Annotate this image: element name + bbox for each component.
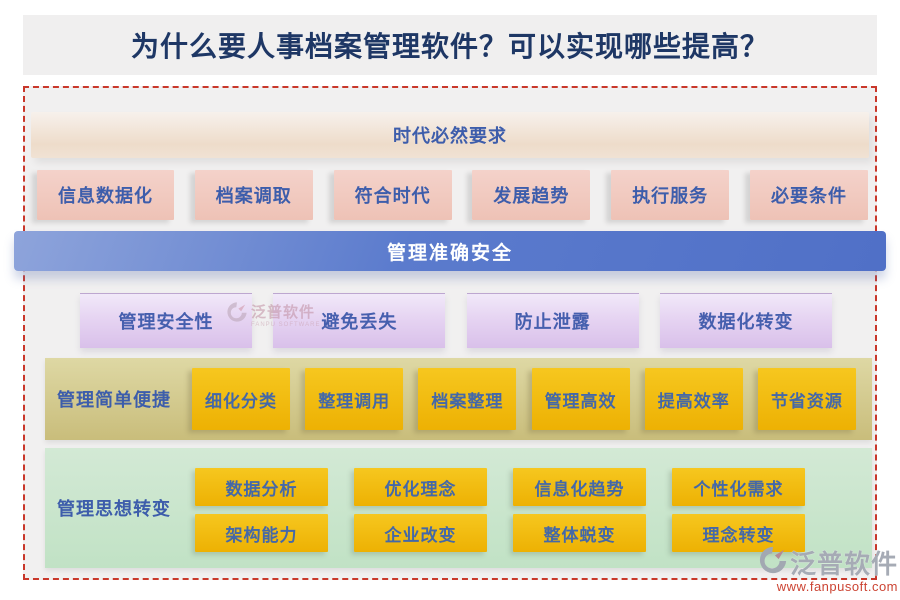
mindset-item-box: 数据分析 <box>195 468 328 506</box>
mindset-section: 管理思想转变 数据分析 优化理念 信息化趋势 个性化需求 架构能力 企业改变 整… <box>45 448 872 568</box>
mindset-item-box: 理念转变 <box>672 514 805 552</box>
era-item-box: 发展趋势 <box>472 170 591 220</box>
watermark-bottom: 泛普软件 www.fanpusoft.com <box>748 544 898 594</box>
era-requirement-banner: 时代必然要求 <box>31 112 869 158</box>
management-safety-banner: 管理准确安全 <box>14 231 886 271</box>
simple-item-box: 管理高效 <box>531 368 630 430</box>
mindset-item-box: 个性化需求 <box>672 468 805 506</box>
management-items-row: 管理安全性 避免丢失 防止泄露 数据化转变 <box>80 293 832 348</box>
era-item-box: 执行服务 <box>611 170 730 220</box>
management-item-box: 防止泄露 <box>466 293 639 348</box>
page-title: 为什么要人事档案管理软件？可以实现哪些提高？ <box>130 31 769 62</box>
mindset-row-label: 管理思想转变 <box>57 499 171 519</box>
simple-item-box: 档案整理 <box>418 368 517 430</box>
simple-item-box: 整理调用 <box>305 368 404 430</box>
era-items-row: 信息数据化 档案调取 符合时代 发展趋势 执行服务 必要条件 <box>37 170 868 220</box>
management-item-box: 数据化转变 <box>659 293 832 348</box>
era-item-box: 档案调取 <box>194 170 313 220</box>
simple-row-label: 管理简单便捷 <box>57 390 171 410</box>
simple-item-box: 节省资源 <box>757 368 856 430</box>
simple-management-row: 管理简单便捷 细化分类 整理调用 档案整理 管理高效 提高效率 节省资源 <box>45 358 872 440</box>
management-item-box: 管理安全性 <box>80 293 252 348</box>
mindset-item-box: 整体蜕变 <box>513 514 646 552</box>
title-band: 为什么要人事档案管理软件？可以实现哪些提高？ <box>23 15 877 75</box>
watermark-brand: 泛普软件 <box>789 549 898 579</box>
mindset-items-row-1: 数据分析 优化理念 信息化趋势 个性化需求 <box>195 468 805 506</box>
fanpu-logo-icon <box>758 545 788 580</box>
era-item-box: 信息数据化 <box>37 170 174 220</box>
mindset-items-row-2: 架构能力 企业改变 整体蜕变 理念转变 <box>195 514 805 552</box>
simple-items-row: 细化分类 整理调用 档案整理 管理高效 提高效率 节省资源 <box>192 368 856 430</box>
mindset-item-box: 架构能力 <box>195 514 328 552</box>
era-item-box: 必要条件 <box>749 170 868 220</box>
management-item-box: 避免丢失 <box>273 293 446 348</box>
simple-item-box: 提高效率 <box>644 368 743 430</box>
mindset-item-box: 信息化趋势 <box>513 468 646 506</box>
mindset-item-box: 优化理念 <box>354 468 487 506</box>
era-item-box: 符合时代 <box>333 170 452 220</box>
watermark-url: www.fanpusoft.com <box>776 579 898 594</box>
simple-item-box: 细化分类 <box>192 368 290 430</box>
mindset-item-box: 企业改变 <box>354 514 487 552</box>
